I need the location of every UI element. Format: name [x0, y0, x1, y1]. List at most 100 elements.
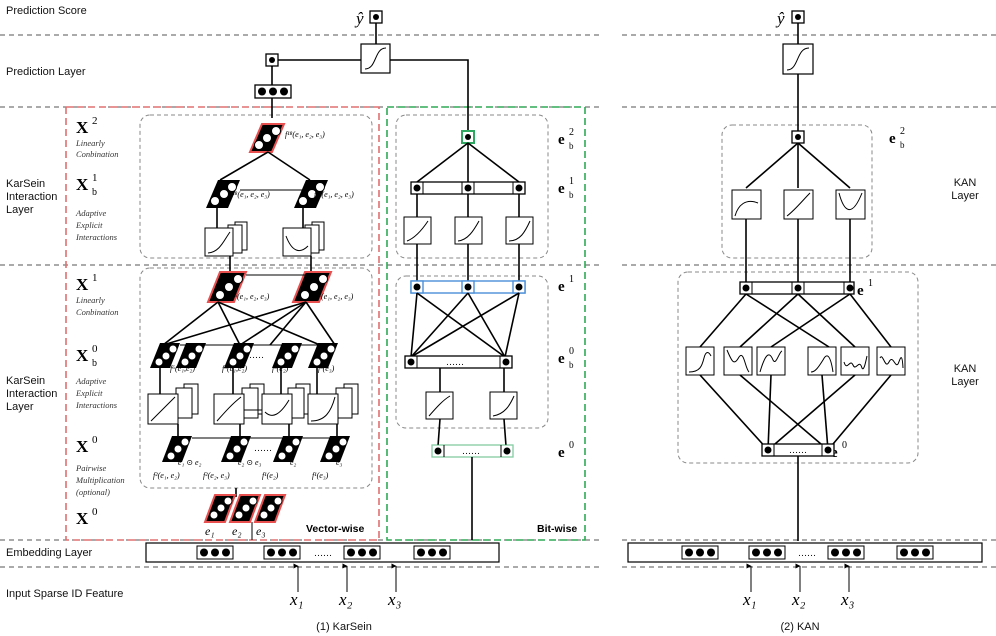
input-x2-left: x₂	[338, 590, 353, 609]
row-label-prediction-score: Prediction Score	[6, 5, 87, 17]
svg-text:Interactions: Interactions	[75, 232, 118, 242]
svg-text:Conbination: Conbination	[76, 149, 119, 159]
svg-text:f⁶(e₁,e₂): f⁶(e₁,e₂)	[222, 364, 247, 373]
svg-text:f⁶(e₁, e₂, e₃): f⁶(e₁, e₂, e₃)	[316, 292, 354, 301]
bit-wise-label: Bit-wise	[537, 523, 577, 535]
row-label-embedding-layer: Embedding Layer	[6, 547, 93, 559]
row-label-kan-top-2: Layer	[951, 190, 979, 202]
row-label-karsein-bottom-3: Layer	[6, 401, 34, 413]
eb1-label: e	[558, 181, 565, 197]
svg-text:Adaptive: Adaptive	[75, 376, 106, 386]
input-x1-left: x₁	[289, 590, 303, 609]
svg-text:b: b	[569, 190, 574, 200]
svg-text:Multiplication: Multiplication	[75, 475, 125, 485]
svg-text:b: b	[569, 141, 574, 151]
row-label-karsein-bottom-2: Interaction	[6, 388, 57, 400]
caption-kan: (2) KAN	[780, 621, 819, 633]
svg-text:f¹(e₃): f¹(e₃)	[312, 471, 329, 480]
svg-text:Explicit: Explicit	[75, 220, 103, 230]
x2-label: X	[76, 118, 89, 137]
bit-wise-section: …… ……	[403, 130, 534, 540]
svg-text:(optional): (optional)	[76, 487, 110, 497]
row-label-karsein-top-2: Interaction	[6, 191, 57, 203]
svg-text:e₁: e₁	[205, 524, 215, 538]
svg-text:Linearly: Linearly	[75, 295, 105, 305]
vector-wise-region	[65, 106, 380, 541]
svg-text:b: b	[900, 140, 905, 150]
svg-text:2: 2	[900, 126, 905, 137]
input-x2-right: x₂	[791, 590, 806, 609]
yhat-right: ŷ	[775, 9, 785, 28]
svg-text:Conbination: Conbination	[76, 307, 119, 317]
svg-text:Pairwise: Pairwise	[75, 463, 106, 473]
svg-text:……: ……	[246, 350, 264, 360]
bit-wise-labels: e 2 b e 1 b e 1 e 0 b e 0	[558, 127, 574, 461]
svg-text:1: 1	[569, 176, 574, 187]
svg-text:1: 1	[92, 172, 98, 184]
row-label-karsein-top-3: Layer	[6, 204, 34, 216]
kan-top-box	[721, 124, 873, 259]
svg-text:……: ……	[314, 548, 332, 558]
svg-text:Linearly: Linearly	[75, 138, 105, 148]
eb2-label: e	[558, 132, 565, 148]
vector-wise-labels: X 2 Linearly Conbination X 1 b Adaptive …	[75, 115, 125, 528]
bit-wise-region	[386, 106, 586, 541]
vector-bottom-section: f⁶(e₁, e₂, e₃) f⁶(e₁, e₂, e₃)	[147, 256, 359, 540]
eb0-label: e	[558, 351, 565, 367]
row-label-kan-bottom-1: KAN	[954, 363, 977, 375]
e1-label: e	[558, 279, 565, 295]
svg-text:f¹⁸(e₁, e₂, e₃): f¹⁸(e₁, e₂, e₃)	[230, 190, 270, 199]
svg-text:f¹⁸(e₁, e₂, e₃): f¹⁸(e₁, e₂, e₃)	[314, 190, 354, 199]
svg-text:e₂: e₂	[232, 524, 242, 538]
row-label-prediction-layer: Prediction Layer	[6, 66, 86, 78]
svg-text:1: 1	[868, 278, 873, 289]
svg-text:……: ……	[462, 446, 480, 456]
svg-text:1: 1	[569, 274, 574, 285]
svg-text:Adaptive: Adaptive	[75, 208, 106, 218]
kan-e1-label: e	[857, 283, 864, 299]
svg-text:1: 1	[92, 272, 98, 284]
svg-text:f³(e₃): f³(e₃)	[318, 364, 335, 373]
svg-text:……: ……	[446, 357, 464, 367]
e0-label: e	[558, 445, 565, 461]
svg-text:f⁶(e₁, e₂, e₃): f⁶(e₁, e₂, e₃)	[232, 292, 270, 301]
vector-bottom-box	[139, 267, 373, 489]
input-x1-right: x₁	[742, 590, 756, 609]
svg-text:f²(e₂, e₃): f²(e₂, e₃)	[203, 471, 230, 480]
bit-top-box	[395, 114, 549, 259]
kan-section: ŷ	[627, 9, 983, 609]
svg-text:f²(e₁, e₂): f²(e₁, e₂)	[153, 471, 180, 480]
vector-wise-label: Vector-wise	[306, 523, 365, 535]
row-label-karsein-top-1: KarSein	[6, 178, 45, 190]
row-label-karsein-bottom-1: KarSein	[6, 375, 45, 387]
svg-text:e₁ ⊙ e₂: e₁ ⊙ e₂	[178, 458, 202, 467]
svg-text:……: ……	[789, 445, 807, 455]
svg-text:……: ……	[254, 443, 272, 453]
svg-text:e₂: e₂	[290, 458, 297, 467]
svg-text:0: 0	[569, 346, 574, 357]
svg-text:e₃: e₃	[256, 524, 266, 538]
svg-text:b: b	[92, 358, 97, 369]
caption-karsein: (1) KarSein	[316, 621, 372, 633]
input-x3-left: x₃	[387, 590, 402, 609]
svg-text:b: b	[92, 187, 97, 198]
svg-text:2: 2	[92, 115, 98, 127]
xb0-label: X	[76, 346, 89, 365]
embedding-bar-left: …… x₁ x₂ x₃	[145, 542, 500, 609]
bit-bottom-box	[395, 275, 549, 429]
svg-text:f¹⁸(e₁, e₂, e₃): f¹⁸(e₁, e₂, e₃)	[285, 130, 325, 139]
svg-text:b: b	[569, 360, 574, 370]
svg-text:0: 0	[92, 343, 98, 355]
karsein-prediction: ŷ	[254, 9, 469, 132]
row-label-input-sparse: Input Sparse ID Feature	[6, 588, 123, 600]
svg-text:f⁶(e₁,e₂): f⁶(e₁,e₂)	[170, 364, 195, 373]
yhat-left: ŷ	[354, 9, 364, 28]
vector-top-box	[139, 114, 373, 259]
row-label-kan-bottom-2: Layer	[951, 376, 979, 388]
svg-text:0: 0	[842, 440, 847, 451]
svg-text:2: 2	[569, 127, 574, 138]
x0-pairwise-label: X	[76, 437, 89, 456]
row-label-kan-top-1: KAN	[954, 177, 977, 189]
kan-eb2-label: e	[889, 131, 896, 147]
